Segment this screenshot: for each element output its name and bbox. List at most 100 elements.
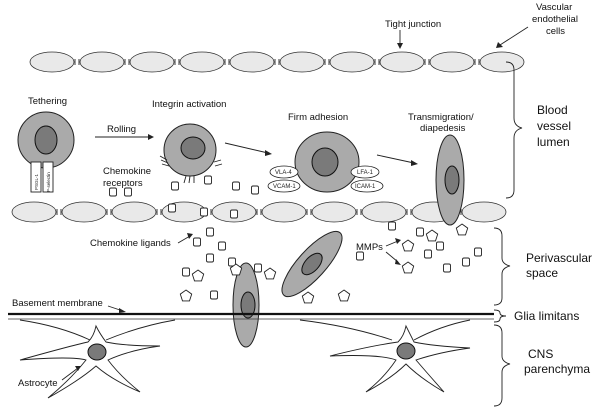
tight-junction-label: Tight junction [385,19,441,30]
chemokine-square [388,221,396,231]
vcam1-oval [267,179,301,193]
chemokine-square [210,290,218,300]
chemokine-square [193,237,201,247]
chemokine-ligands-label: Chemokine ligands [90,238,171,249]
chemokine-square [228,257,236,267]
chemokine-square [356,251,364,261]
chemokine-square [416,227,424,237]
chemokine-square [462,257,470,267]
transmigration-label-1: Transmigration/ [408,112,474,123]
chemokine-square [124,187,132,197]
vascular-arrow [499,26,529,46]
endothelial-cell [261,201,307,223]
mmp-pentagon [401,239,415,252]
vascular-label-3: cells [546,26,565,37]
transmigration-label-2: diapedesis [420,123,466,134]
endothelial-cell [429,51,475,73]
vascular-arrowhead [496,42,503,48]
chemokine-square [204,175,212,185]
lfa1-oval [350,165,380,179]
top-endothelial-layer [29,51,525,73]
chemokine-square [200,207,208,217]
adhesion-nucleus [311,147,339,177]
chemokine-ligand-squares [109,175,482,300]
vascular-label-2: endothelial [532,14,578,25]
astrocyte-process-left-a [19,319,91,341]
transmigration-arrowhead [411,160,418,166]
endothelial-cell [279,51,325,73]
transmigration-arrow [376,154,415,164]
chemokine-ligands-arrowhead [187,233,193,239]
tethering-nucleus [34,125,58,155]
endothelial-cell [111,201,157,223]
basement-membrane-label: Basement membrane [12,298,103,309]
mmp-pentagon [401,261,415,274]
mmp-pentagon [301,291,315,304]
mmp-pentagon [263,267,277,280]
chemokine-receptors-label-1: Chemokine [103,166,151,177]
icam1-oval [350,179,384,193]
endothelial-cell [461,201,507,223]
endothelial-cell [11,201,57,223]
endothelial-cell [329,51,375,73]
mmps-arrow-1 [385,240,399,247]
lumen-label-3: lumen [537,135,570,149]
astrocyte-process-left-b [105,319,176,341]
endothelial-cell [479,51,525,73]
astrocyte-label: Astrocyte [18,378,58,389]
cns-bracket [493,324,511,407]
chemokine-square [474,247,482,257]
chemokine-receptors-label-2: receptors [103,178,143,189]
chemokine-square [109,187,117,197]
adhesion-arrowhead [265,150,272,156]
firm-adhesion-label: Firm adhesion [288,112,348,123]
endothelial-cell [311,201,357,223]
astrocyte-arrowhead [75,366,81,371]
chemokine-square [168,203,176,213]
tethering-label: Tethering [28,96,67,107]
astrocyte-arrow [61,367,79,381]
mmp-pentagon [229,263,243,276]
rolling-label: Rolling [107,124,136,135]
chemokine-square [254,263,262,273]
vascular-label-1: Vascular [536,2,572,13]
perivascular-label-2: space [526,266,558,280]
chemokine-square [182,267,190,277]
psgl1-label: PSGL-1 [34,173,39,190]
chemokine-square [232,181,240,191]
chemokine-square [206,227,214,237]
icam1-label: ICAM-1 [355,184,376,190]
lumen-label-1: Blood [537,103,568,117]
mmp-pentagons [179,223,469,304]
chemokine-square [251,185,259,195]
vcam1-label: VCAM-1 [273,184,296,190]
lfa1-label: LFA-1 [357,170,374,176]
integrin-activation-label: Integrin activation [152,99,226,110]
selectin-label: P-selectin [46,172,51,192]
chemokine-square [218,241,226,251]
mmps-arrowhead-1 [395,238,401,244]
penetrating-nucleus [240,291,256,319]
chemokine-ligands-arrow [177,235,191,244]
vla4-oval [269,165,299,179]
endothelial-cell [79,51,125,73]
mmp-pentagon [455,223,469,236]
mmp-pentagon [191,269,205,282]
perivascular-bracket [493,227,511,306]
vla4-label: VLA-4 [275,170,292,176]
chemokine-square [230,209,238,219]
chemokine-square [171,181,179,191]
integrin-nucleus [180,136,206,160]
glia-limitans-bracket [493,309,507,323]
endothelial-cell [61,201,107,223]
chemokine-square [443,263,451,273]
adhesion-arrow [224,142,269,154]
mmp-pentagon [425,229,439,242]
receptor-marks [159,155,223,184]
cns-label-1: CNS [528,347,553,361]
mmp-pentagon [337,289,351,302]
glia-limitans-label: Glia limitans [514,309,579,323]
rolling-arrowhead [148,134,154,140]
endothelial-cell [379,51,425,73]
